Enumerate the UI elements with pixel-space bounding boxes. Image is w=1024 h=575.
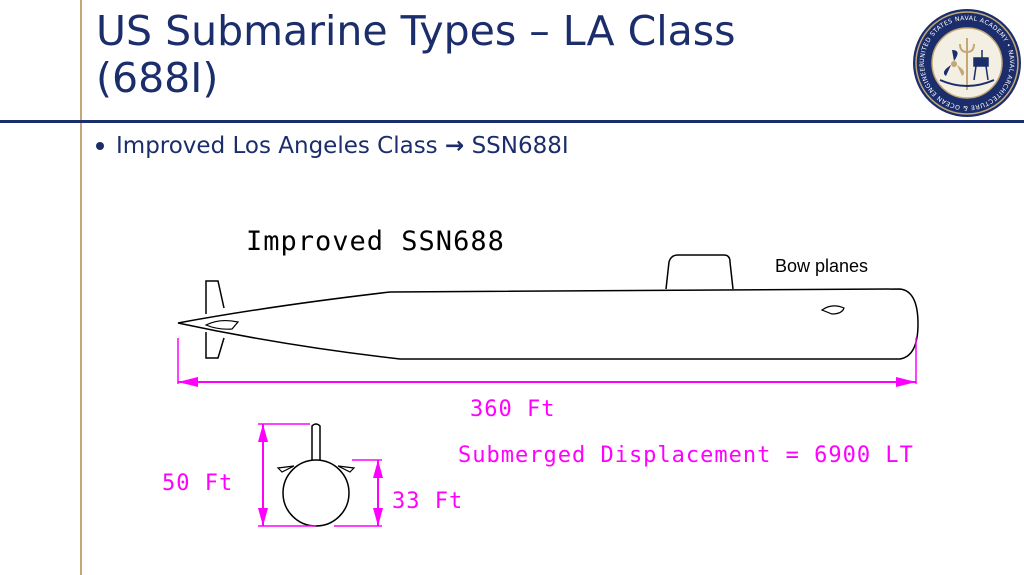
bullet-text-before: Improved Los Angeles Class	[116, 133, 438, 159]
hull-outline	[177, 288, 919, 360]
submarine-drawing: Improved SSN688 Bow planes 360 Ft Submer…	[162, 226, 919, 527]
slide-title: US Submarine Types – LA Class (688I)	[96, 7, 736, 102]
bow-plane-fairing	[820, 305, 845, 315]
sail	[665, 254, 734, 290]
figure-heading: Improved SSN688	[246, 226, 505, 257]
stern-hub	[204, 319, 240, 330]
usna-naoe-seal-logo: UNITED STATES NAVAL ACADEMY • NAVAL ARCH…	[912, 8, 1021, 117]
bow-planes-label: Bow planes	[775, 256, 868, 276]
height-label: 50 Ft	[162, 471, 233, 496]
bullet-text: Improved Los Angeles Class → SSN688I	[116, 133, 569, 159]
displacement-label: Submerged Displacement = 6900 LT	[458, 443, 914, 468]
propeller-icon	[943, 50, 965, 76]
length-label: 360 Ft	[470, 397, 555, 422]
diameter-dim-top-arrow	[373, 460, 383, 478]
height-dim-bottom-arrow	[258, 508, 268, 526]
bullet-dot-icon	[96, 142, 104, 150]
hull-cross-section	[282, 459, 350, 527]
cross-section-sail	[311, 423, 321, 460]
stern-upper-fin	[205, 280, 225, 314]
bullet-text-after: SSN688I	[471, 133, 569, 159]
length-dim-left-arrow	[178, 377, 198, 387]
title-underline	[0, 120, 1024, 123]
stern-lower-fin	[205, 332, 225, 359]
diameter-label: 33 Ft	[392, 489, 463, 514]
offshore-platform-icon	[973, 50, 989, 81]
arrow-right-icon: →	[444, 133, 465, 159]
bullet-item: Improved Los Angeles Class → SSN688I	[96, 133, 569, 159]
cross-section-planes	[276, 465, 356, 473]
height-dim-top-arrow	[258, 424, 268, 442]
trident-icon	[959, 38, 975, 90]
length-dim-right-arrow	[896, 377, 916, 387]
left-gold-rule	[80, 0, 82, 575]
diameter-dim-bottom-arrow	[373, 508, 383, 526]
